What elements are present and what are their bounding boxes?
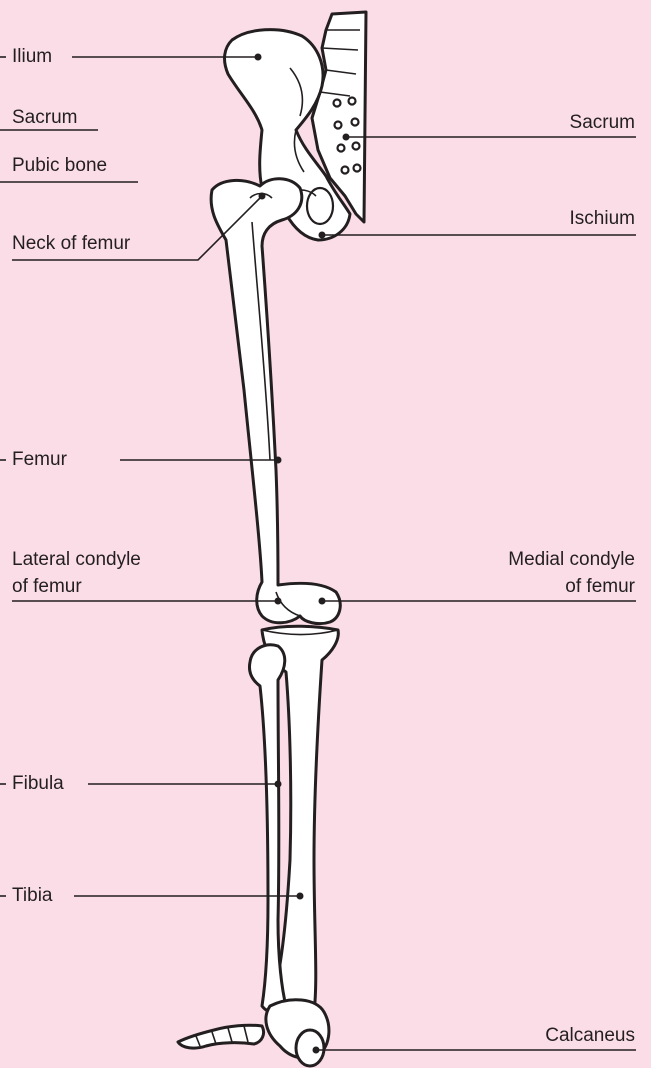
label-lateral-condyle-line1: Lateral condyle — [12, 548, 141, 571]
label-fibula: Fibula — [12, 772, 64, 795]
label-lateral-condyle-line2: of femur — [12, 575, 82, 598]
label-calcaneus: Calcaneus — [545, 1024, 635, 1047]
label-medial-condyle-line1: Medial condyle — [508, 548, 635, 571]
femur-bone — [211, 179, 340, 624]
label-sacrum-left: Sacrum — [12, 106, 77, 129]
label-ischium: Ischium — [570, 207, 635, 230]
label-ilium: Ilium — [12, 45, 52, 68]
label-pubic-bone: Pubic bone — [12, 154, 107, 177]
label-tibia: Tibia — [12, 884, 52, 907]
label-medial-condyle-line2: of femur — [565, 575, 635, 598]
fibula-bone — [249, 645, 286, 1012]
label-femur: Femur — [12, 448, 67, 471]
label-neck-of-femur: Neck of femur — [12, 232, 130, 255]
label-sacrum-right: Sacrum — [570, 111, 635, 134]
foot-bones — [178, 1000, 329, 1066]
